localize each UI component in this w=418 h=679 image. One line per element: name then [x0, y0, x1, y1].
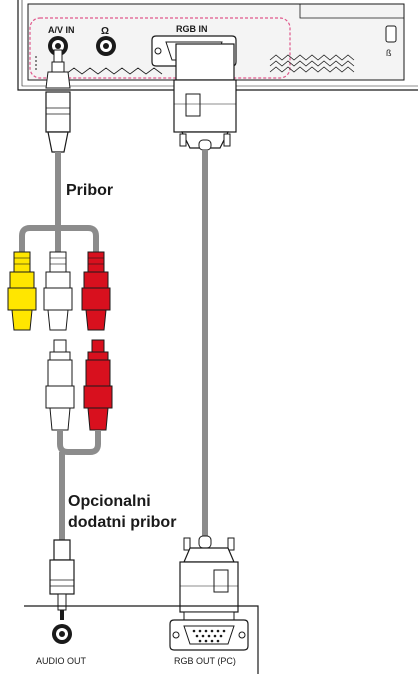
audio-out-plug	[49, 539, 75, 620]
av-in-jack[interactable]	[48, 36, 68, 56]
vent-grille	[65, 54, 355, 75]
opcionalni-label-line1: Opcionalni	[68, 493, 151, 510]
audio-out-label: AUDIO OUT	[36, 656, 87, 666]
rca-plug-white-optional	[45, 339, 75, 431]
rgb-out-port[interactable]	[169, 619, 249, 651]
headphone-symbol: Ω	[101, 26, 109, 37]
kensington-lock-icon: ß	[385, 25, 397, 58]
rgb-out-label: RGB OUT (PC)	[174, 656, 236, 666]
rca-plug-yellow	[7, 251, 37, 331]
headphone-jack[interactable]	[96, 36, 116, 56]
rca-plug-red	[81, 251, 111, 331]
rgb-in-connector	[173, 43, 237, 151]
opcionalni-label-line2: dodatni pribor	[68, 514, 176, 531]
pc-back-panel: AUDIO OUT RGB OUT (PC)	[24, 605, 259, 674]
audio-y-cable	[57, 430, 101, 455]
rca-plug-white	[43, 251, 73, 331]
pribor-label: Pribor	[66, 182, 113, 199]
rca-plug-red-optional	[83, 339, 113, 431]
port-highlight-outline	[29, 17, 291, 79]
rgb-cable	[202, 150, 208, 536]
port-rgb-in-label: RGB IN	[176, 24, 208, 34]
port-av-in-label: A/V IN	[48, 25, 75, 35]
av-in-cable	[45, 49, 71, 228]
audio-out-jack[interactable]	[52, 624, 72, 644]
svg-text:ß: ß	[386, 48, 392, 58]
rgb-out-connector	[179, 535, 239, 625]
